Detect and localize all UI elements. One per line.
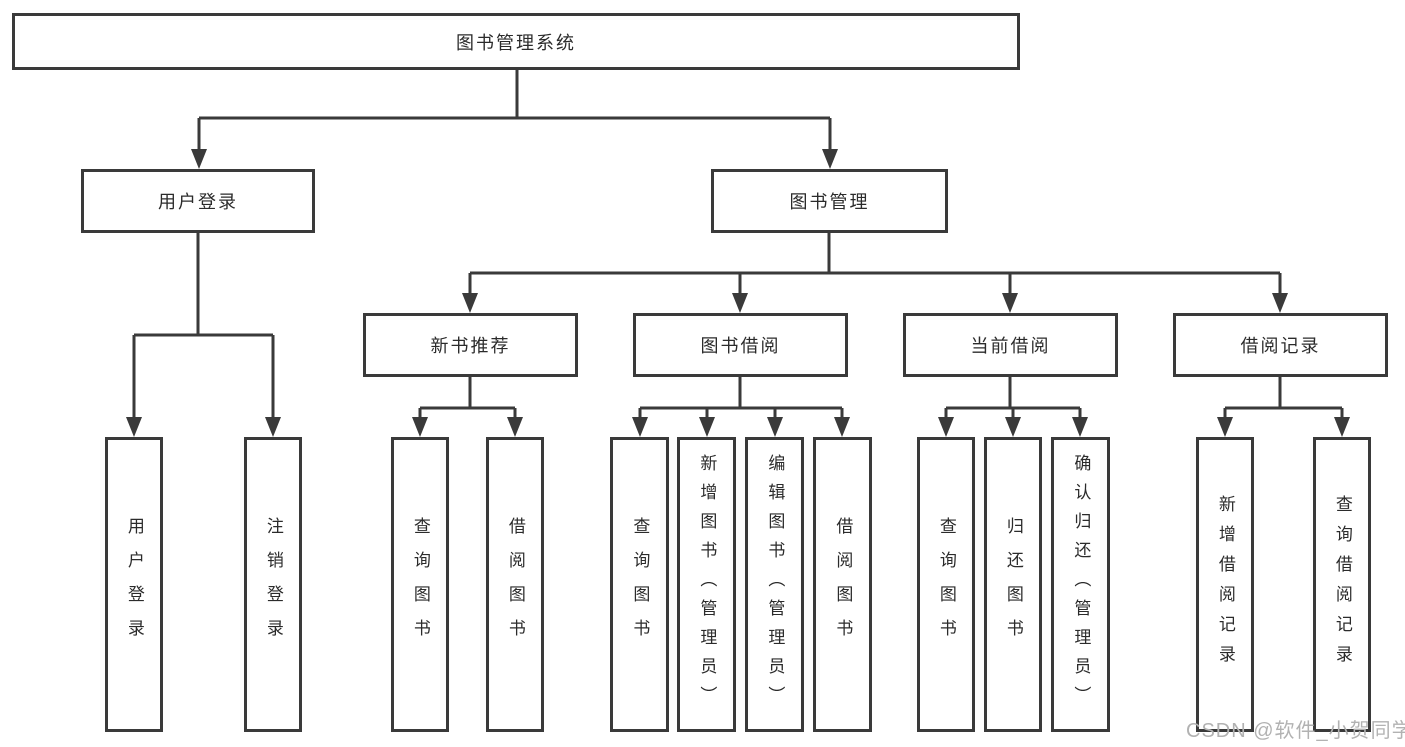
arrow-down-icon	[1272, 293, 1288, 313]
arrow-down-icon	[1005, 417, 1021, 437]
connector-borrow-records-children	[1217, 377, 1350, 437]
node-leaf-confirm-return-admin: 确认归还（管理员）	[1051, 437, 1110, 732]
connector-user-login-children	[126, 233, 281, 437]
node-leaf-query-borrow-record: 查询借阅记录	[1313, 437, 1371, 732]
node-leaf-logout: 注销登录	[244, 437, 302, 732]
arrow-down-icon	[732, 293, 748, 313]
node-leaf-borrow-books-1: 借阅图书	[486, 437, 544, 732]
node-root: 图书管理系统	[12, 13, 1020, 70]
node-current-borrow-label: 当前借阅	[970, 336, 1051, 356]
node-leaf-query-books-3-label: 查询图书	[936, 516, 956, 653]
node-leaf-logout-label: 注销登录	[263, 516, 283, 653]
arrow-down-icon	[822, 149, 838, 169]
node-leaf-user-login-label: 用户登录	[124, 516, 144, 653]
node-leaf-return-books-label: 归还图书	[1003, 516, 1023, 653]
arrow-down-icon	[1002, 293, 1018, 313]
node-leaf-return-books: 归还图书	[984, 437, 1042, 732]
node-root-label: 图书管理系统	[456, 32, 576, 53]
arrow-down-icon	[767, 417, 783, 437]
connector-current-borrow-children	[938, 377, 1088, 437]
node-leaf-query-books-3: 查询图书	[917, 437, 975, 732]
node-book-management: 图书管理	[711, 169, 948, 233]
node-borrow-records: 借阅记录	[1173, 313, 1388, 377]
arrow-down-icon	[834, 417, 850, 437]
node-leaf-add-books-admin-label: 新增图书（管理员）	[697, 454, 717, 715]
arrow-down-icon	[412, 417, 428, 437]
node-user-login: 用户登录	[81, 169, 315, 233]
csdn-watermark: CSDN @软件_小贺同学	[1186, 720, 1405, 742]
node-leaf-add-borrow-record: 新增借阅记录	[1196, 437, 1254, 732]
node-book-borrow-label: 图书借阅	[700, 336, 781, 356]
arrow-down-icon	[462, 293, 478, 313]
node-book-borrow: 图书借阅	[633, 313, 848, 377]
node-leaf-query-books-2: 查询图书	[610, 437, 669, 732]
arrow-down-icon	[265, 417, 281, 437]
connector-new-book-children	[412, 377, 523, 437]
arrow-down-icon	[1217, 417, 1233, 437]
arrow-down-icon	[126, 417, 142, 437]
node-borrow-records-label: 借阅记录	[1240, 336, 1321, 356]
node-leaf-borrow-books-2-label: 借阅图书	[833, 516, 853, 653]
node-leaf-query-borrow-record-label: 查询借阅记录	[1332, 494, 1352, 675]
node-leaf-borrow-books-1-label: 借阅图书	[505, 516, 525, 653]
node-user-login-label: 用户登录	[158, 192, 238, 212]
arrow-down-icon	[507, 417, 523, 437]
node-leaf-query-books-2-label: 查询图书	[630, 516, 650, 653]
connector-root-to-level2	[191, 70, 838, 169]
node-leaf-edit-books-admin: 编辑图书（管理员）	[745, 437, 804, 732]
node-leaf-user-login: 用户登录	[105, 437, 163, 732]
arrow-down-icon	[938, 417, 954, 437]
node-new-book-recommend: 新书推荐	[363, 313, 578, 377]
connector-book-management-children	[462, 233, 1288, 313]
arrow-down-icon	[1334, 417, 1350, 437]
node-leaf-add-books-admin: 新增图书（管理员）	[677, 437, 736, 732]
arrow-down-icon	[191, 149, 207, 169]
node-leaf-edit-books-admin-label: 编辑图书（管理员）	[765, 454, 785, 715]
node-book-management-label: 图书管理	[789, 192, 870, 212]
node-new-book-recommend-label: 新书推荐	[430, 336, 511, 356]
connector-book-borrow-children	[632, 377, 850, 437]
node-leaf-query-books-1-label: 查询图书	[410, 516, 430, 653]
node-leaf-borrow-books-2: 借阅图书	[813, 437, 872, 732]
arrow-down-icon	[632, 417, 648, 437]
node-current-borrow: 当前借阅	[903, 313, 1118, 377]
node-leaf-query-books-1: 查询图书	[391, 437, 449, 732]
arrow-down-icon	[699, 417, 715, 437]
node-leaf-add-borrow-record-label: 新增借阅记录	[1215, 494, 1235, 675]
node-leaf-confirm-return-admin-label: 确认归还（管理员）	[1071, 454, 1091, 715]
arrow-down-icon	[1072, 417, 1088, 437]
